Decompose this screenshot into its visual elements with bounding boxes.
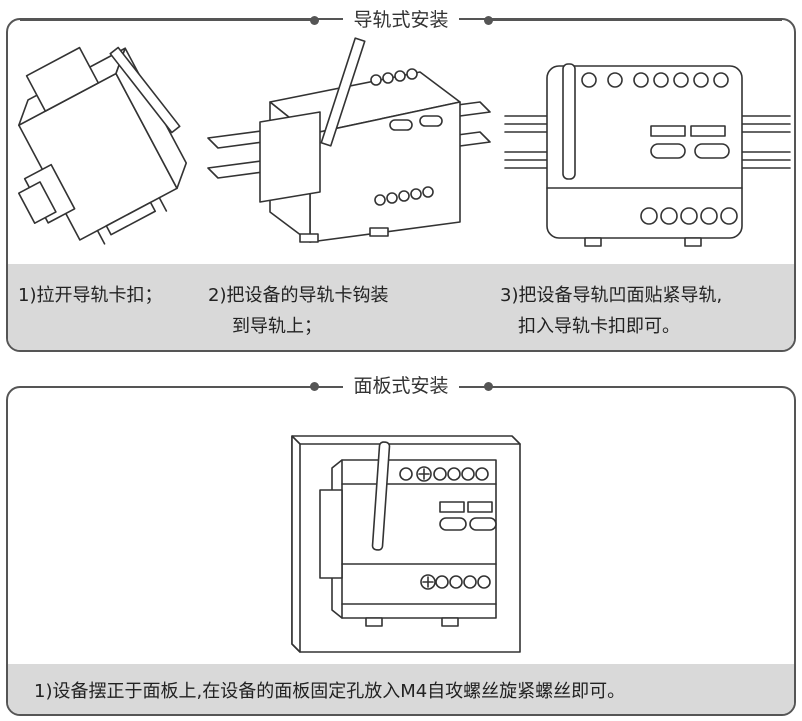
title-rule-left	[20, 386, 314, 387]
panel-step1-line1: 1)设备摆正于面板上,在设备的面板固定孔放入M4自攻螺丝旋紧螺丝即可。	[34, 681, 626, 702]
title-rule-right	[490, 20, 782, 21]
rail-step1-line1: 1)拉开导轨卡扣；	[18, 285, 163, 306]
panel-mount-title-bar: 面板式安装	[0, 374, 802, 398]
rail-mount-caption-band	[8, 264, 794, 350]
step3-illustration	[504, 63, 791, 247]
step1-illustration	[17, 46, 188, 245]
panel-mount-illustration	[291, 435, 521, 653]
title-dot-right	[484, 382, 493, 391]
title-dot-left	[310, 16, 319, 25]
panel-mount-title: 面板式安装	[343, 375, 459, 397]
rail-step2-line1: 2)把设备的导轨卡钩装	[208, 285, 389, 306]
step2-terminals-top	[370, 68, 418, 86]
title-rule-right	[490, 386, 782, 387]
step2-illustration	[207, 37, 491, 243]
step3-terminals-bottom	[640, 207, 738, 225]
title-dot-right	[484, 16, 493, 25]
panel-mount-caption-band	[8, 664, 794, 714]
title-rule-left	[20, 20, 314, 21]
title-dot-left	[310, 382, 319, 391]
step3-terminals-top	[581, 72, 729, 88]
step2-terminals-bottom	[374, 186, 434, 206]
rail-mount-title-bar: 导轨式安装	[0, 8, 802, 32]
rail-mount-title: 导轨式安装	[343, 9, 459, 31]
rail-step3-line1: 3)把设备导轨凹面贴紧导轨,	[500, 285, 723, 306]
rail-step3-line2: 扣入导轨卡扣即可。	[518, 316, 680, 337]
rail-step2-line2: 到导轨上；	[232, 316, 322, 337]
